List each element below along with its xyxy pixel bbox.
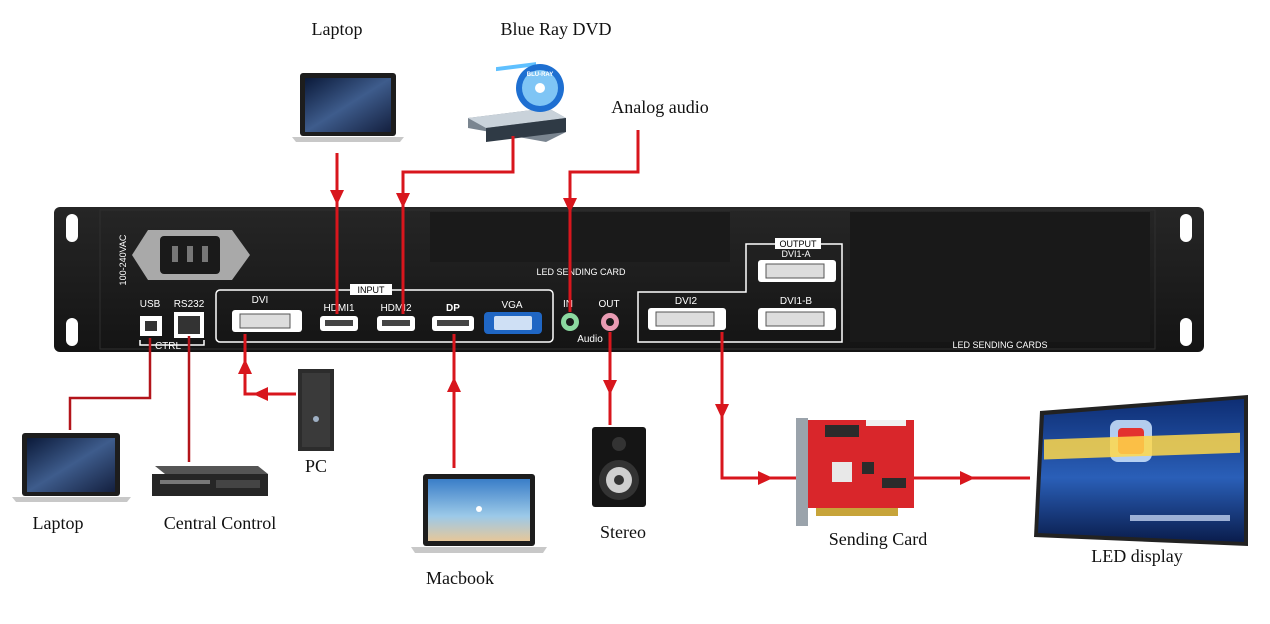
dvi-input-label: DVI xyxy=(252,295,269,306)
panel-inner-frame xyxy=(99,209,1156,350)
arrow-down xyxy=(396,193,410,208)
laptop-top-device xyxy=(292,73,404,142)
input-group-label: INPUT xyxy=(358,285,386,295)
wire-dvi2-card xyxy=(720,332,796,480)
arrow-left xyxy=(253,387,268,401)
panel-recess xyxy=(850,212,1150,342)
bluray-disc-mark: BLU-RAY xyxy=(527,72,553,78)
laptop-top-label: Laptop xyxy=(312,19,363,39)
vga-label: VGA xyxy=(501,300,522,311)
led-display-label: LED display xyxy=(1091,546,1183,566)
voltage-label: 100-240VAC xyxy=(118,234,128,285)
led-sending-cards-label: LED SENDING CARDS xyxy=(952,340,1047,350)
hdmi1-label: HDMI1 xyxy=(323,303,355,314)
arrow-down xyxy=(330,190,344,205)
wire-laptop-usb xyxy=(68,338,152,430)
arrow-down xyxy=(563,198,577,213)
rack-hole xyxy=(1180,214,1192,242)
arrow-down xyxy=(603,380,617,395)
output-group-frame xyxy=(637,243,843,343)
sending-card-label: Sending Card xyxy=(829,529,928,549)
dvi1b-label: DVI1-B xyxy=(780,296,813,307)
led-sending-card-label: LED SENDING CARD xyxy=(536,267,626,277)
audio-label: Audio xyxy=(577,334,603,345)
arrow-up xyxy=(447,377,461,392)
audio-out-label: OUT xyxy=(598,299,619,310)
arrow-right xyxy=(960,471,975,485)
device-rear-panel: 100-240VAC USB RS232 CTRL INPUT DVI HDMI… xyxy=(54,207,1204,352)
connection-wires xyxy=(68,130,1030,485)
output-group-label: OUTPUT xyxy=(780,239,818,249)
audio-in-label: IN xyxy=(563,299,573,310)
wire-analog-audio-in xyxy=(568,130,640,312)
central-control-label: Central Control xyxy=(164,513,276,533)
central-control-device xyxy=(152,466,268,496)
arrow-right xyxy=(758,471,773,485)
analog-audio-label: Analog audio xyxy=(611,97,708,117)
bluray-player-device: BLU-RAY xyxy=(468,62,566,142)
bluray-label: Blue Ray DVD xyxy=(501,19,612,39)
laptop-bottom-device xyxy=(12,433,131,502)
power-inlet xyxy=(132,230,250,280)
stereo-speaker-device xyxy=(592,427,646,507)
arrow-down xyxy=(715,404,729,419)
arrow-up xyxy=(238,359,252,374)
sending-card-device xyxy=(796,418,914,526)
led-display-device xyxy=(1034,395,1248,546)
laptop-bottom-label: Laptop xyxy=(33,513,84,533)
wire-bluray-hdmi2 xyxy=(401,136,515,314)
panel-recess xyxy=(430,212,730,262)
macbook-label: Macbook xyxy=(426,568,494,588)
dvi1a-label: DVI1-A xyxy=(781,249,810,259)
hdmi2-label: HDMI2 xyxy=(380,303,412,314)
stereo-label: Stereo xyxy=(600,522,646,542)
pc-label: PC xyxy=(305,456,327,476)
input-group-tag xyxy=(350,284,392,295)
macbook-device xyxy=(411,474,547,553)
usb-label: USB xyxy=(140,299,161,310)
rack-hole xyxy=(66,318,78,346)
output-group-tag xyxy=(775,238,821,249)
ctrl-label: CTRL xyxy=(155,341,182,352)
wire-pc-dvi xyxy=(243,334,296,396)
dp-label: DP xyxy=(446,303,460,314)
rack-hole xyxy=(1180,318,1192,346)
dvi2-label: DVI2 xyxy=(675,296,698,307)
rack-hole xyxy=(66,214,78,242)
pc-tower-device xyxy=(298,369,334,451)
rs232-label: RS232 xyxy=(174,299,205,310)
